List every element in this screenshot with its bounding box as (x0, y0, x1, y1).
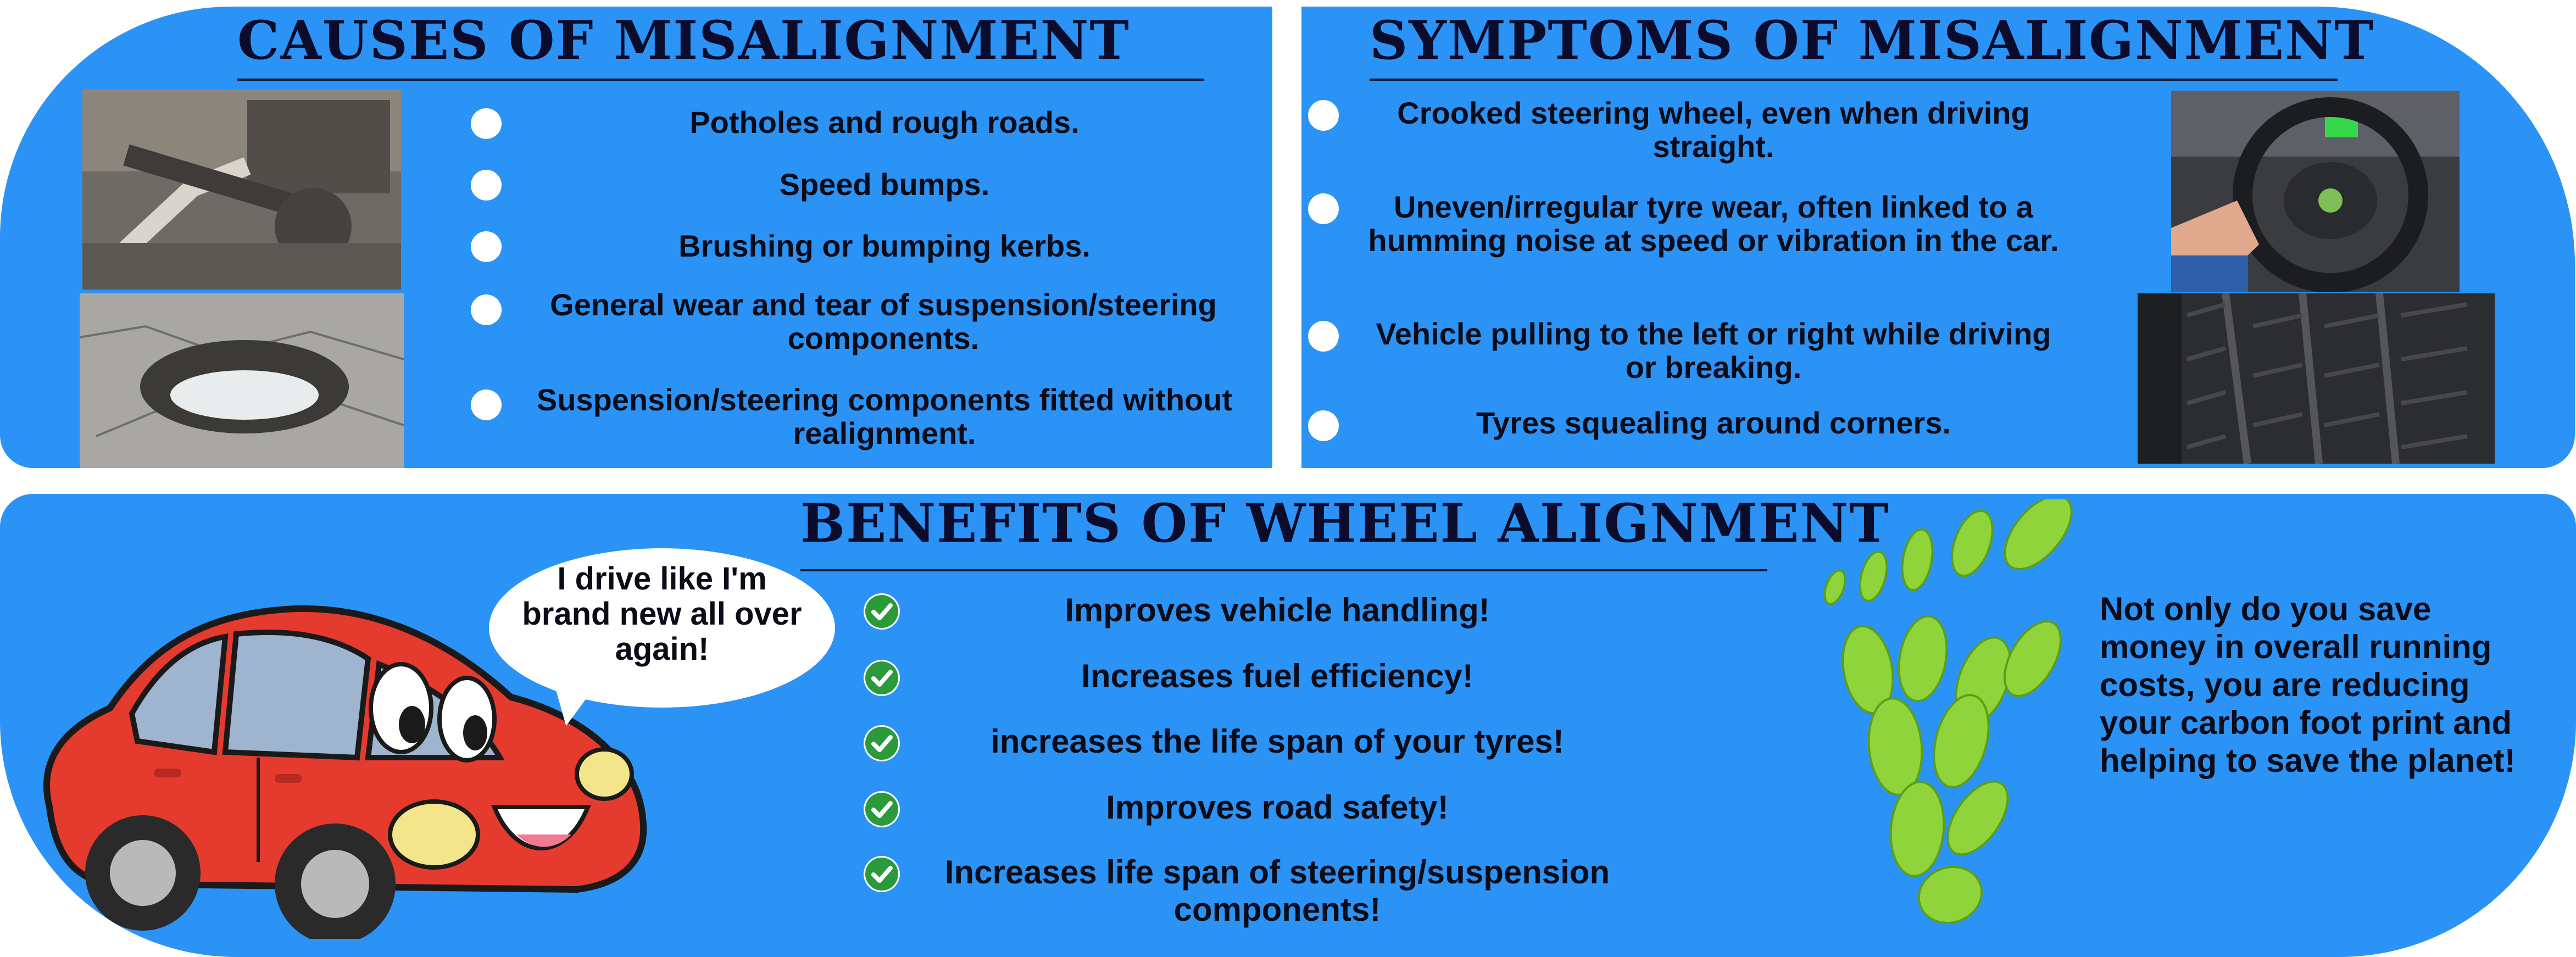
symptom-bullet-3 (1308, 321, 1339, 352)
cause-item-1: Potholes and rough roads. (689, 105, 1080, 140)
check-icon (864, 856, 900, 892)
symptom-bullet-1 (1308, 100, 1339, 131)
symptoms-panel: SYMPTOMS OF MISALIGNMENT Crooked steerin… (1301, 7, 2575, 468)
cause-item-4: General wear and tear of suspension/stee… (550, 287, 1217, 355)
pothole-photo (80, 293, 404, 468)
check-icon (864, 660, 900, 696)
check-icon (864, 725, 900, 761)
causes-heading: CAUSES OF MISALIGNMENT (237, 9, 1130, 71)
cause-bullet-3 (471, 231, 502, 262)
cause-item-2: Speed bumps. (779, 167, 990, 202)
benefit-item-2: Increases fuel efficiency! (1081, 658, 1473, 694)
cause-bullet-4 (471, 294, 502, 325)
cause-bullet-5 (471, 390, 502, 420)
symptom-item-1: Crooked steering wheel, even when drivin… (1397, 96, 2030, 164)
symptom-item-3: Vehicle pulling to the left or right whi… (1376, 316, 2051, 385)
cause-bullet-1 (471, 108, 502, 139)
symptoms-heading: SYMPTOMS OF MISALIGNMENT (1370, 9, 2375, 71)
check-icon (864, 791, 900, 827)
benefit-item-4: Improves road safety! (1106, 789, 1449, 826)
symptom-bullet-2 (1308, 193, 1339, 224)
cause-bullet-2 (471, 170, 502, 201)
check-icon (864, 593, 900, 630)
benefit-item-3: increases the life span of your tyres! (991, 723, 1564, 760)
speech-bubble-text: I drive like I'm brand new all over agai… (522, 561, 802, 667)
cause-item-5: Suspension/steering components fitted wi… (536, 382, 1233, 450)
benefits-heading-rule (800, 569, 1767, 571)
suspension-photo (82, 89, 401, 290)
symptom-item-2: Uneven/irregular tyre wear, often linked… (1368, 190, 2059, 258)
benefits-heading: BENEFITS OF WHEEL ALIGNMENT (800, 494, 1890, 554)
cause-item-3: Brushing or bumping kerbs. (678, 229, 1091, 263)
causes-heading-rule (237, 79, 1204, 81)
cartoon-car (27, 576, 654, 944)
speech-bubble (489, 548, 835, 708)
tyre-tread-photo (2138, 293, 2495, 464)
benefits-panel: BENEFITS OF WHEEL ALIGNMENT I drive (0, 494, 2576, 957)
symptoms-heading-rule (1370, 79, 2338, 81)
symptom-bullet-4 (1308, 410, 1339, 441)
benefit-item-1: Improves vehicle handling! (1065, 592, 1490, 628)
steering-wheel-photo (2171, 91, 2460, 292)
leaf-footprint-icon (1818, 494, 2082, 928)
symptom-item-4: Tyres squealing around corners. (1476, 405, 1951, 440)
benefit-item-5: Increases life span of steering/suspensi… (944, 854, 1610, 928)
causes-panel: CAUSES OF MISALIGNMENT Potholes and roug… (0, 7, 1272, 468)
planet-note: Not only do you save money in overall ru… (2100, 591, 2516, 779)
